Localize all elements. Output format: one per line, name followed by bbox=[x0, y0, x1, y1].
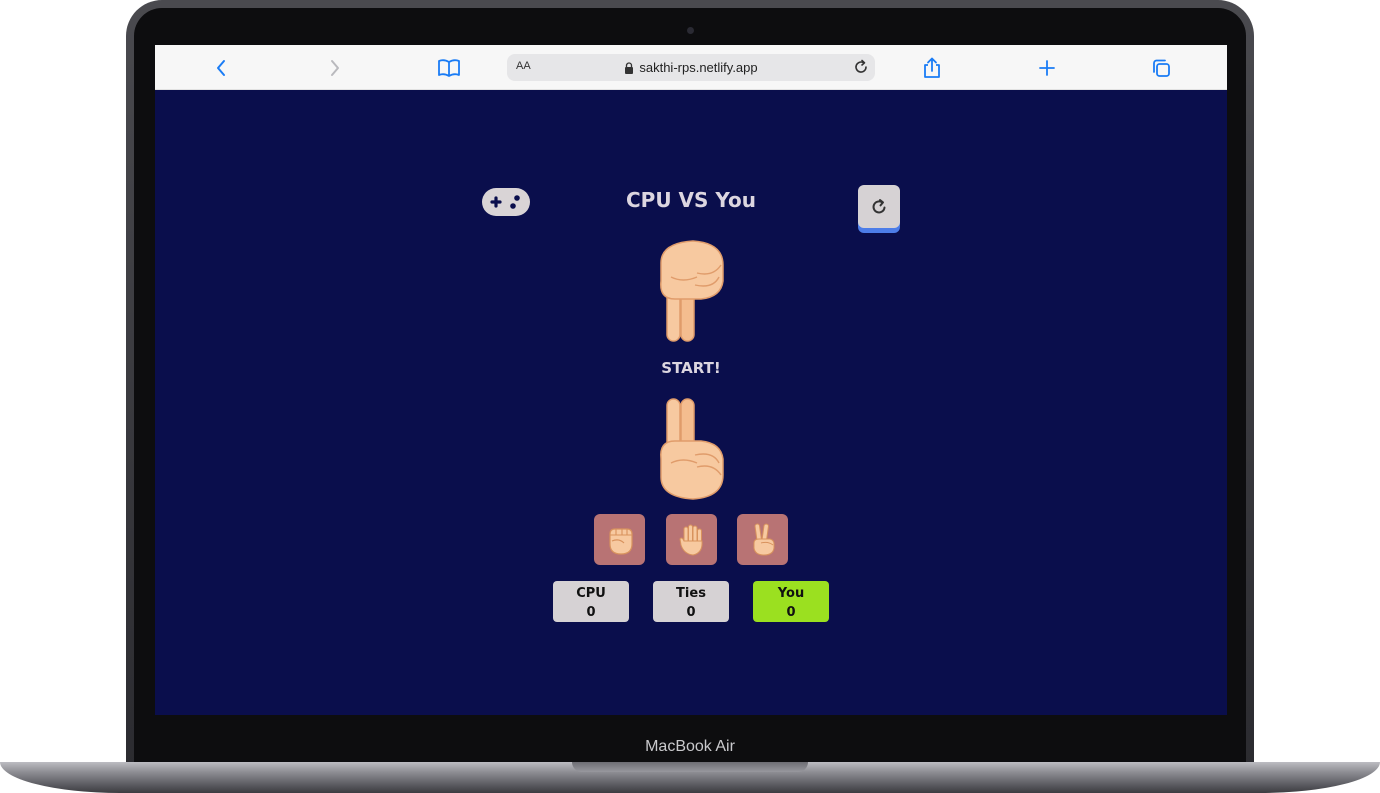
paper-button[interactable] bbox=[666, 514, 717, 565]
lock-icon bbox=[625, 61, 634, 74]
plus-icon bbox=[1039, 60, 1055, 76]
cpu-hand-shape bbox=[660, 240, 724, 342]
ties-score-value: 0 bbox=[686, 605, 696, 620]
ties-score: Ties 0 bbox=[653, 581, 729, 622]
tabs-icon bbox=[1153, 59, 1170, 77]
open-hand-icon bbox=[678, 524, 703, 556]
scissors-button[interactable] bbox=[737, 514, 788, 565]
tabs-overview-button[interactable] bbox=[1146, 53, 1176, 83]
text-size-button[interactable]: AA bbox=[516, 60, 531, 72]
scoreboard: CPU 0 Ties 0 You 0 bbox=[553, 581, 829, 623]
reset-button[interactable] bbox=[858, 185, 900, 228]
laptop-notch bbox=[572, 762, 808, 772]
ties-score-label: Ties bbox=[676, 586, 706, 601]
player-score: You 0 bbox=[753, 581, 829, 622]
forward-button[interactable] bbox=[320, 53, 350, 83]
game-title: CPU VS You bbox=[625, 188, 756, 212]
reload-icon[interactable] bbox=[853, 59, 869, 75]
url-text: sakthi-rps.netlify.app bbox=[639, 60, 758, 75]
chevron-left-icon bbox=[217, 60, 225, 76]
game-header: CPU VS You bbox=[481, 185, 901, 235]
camera-icon bbox=[687, 27, 694, 34]
book-icon bbox=[438, 59, 460, 77]
player-hand-shape bbox=[660, 398, 724, 500]
cpu-score: CPU 0 bbox=[553, 581, 629, 622]
choice-buttons bbox=[594, 514, 790, 566]
chevron-right-icon bbox=[331, 60, 339, 76]
reset-icon bbox=[872, 198, 886, 213]
bookmarks-button[interactable] bbox=[434, 53, 464, 83]
new-tab-button[interactable] bbox=[1032, 53, 1062, 83]
rock-button[interactable] bbox=[594, 514, 645, 565]
player-hand-icon bbox=[660, 398, 724, 500]
share-icon bbox=[924, 57, 940, 78]
cpu-score-value: 0 bbox=[586, 605, 596, 620]
browser-toolbar: AA sakthi-rps.netlify.app bbox=[155, 45, 1227, 90]
address-bar[interactable]: AA sakthi-rps.netlify.app bbox=[507, 54, 875, 81]
device-brand-label: MacBook Air bbox=[645, 738, 735, 755]
round-status: START! bbox=[661, 359, 721, 377]
victory-hand-icon bbox=[753, 523, 774, 556]
back-button[interactable] bbox=[206, 53, 236, 83]
player-score-label: You bbox=[777, 586, 805, 601]
browser-screen: AA sakthi-rps.netlify.app bbox=[155, 45, 1227, 715]
cpu-hand-icon bbox=[660, 240, 724, 342]
gamepad-icon bbox=[482, 188, 530, 216]
share-button[interactable] bbox=[917, 53, 947, 83]
cpu-score-label: CPU bbox=[576, 586, 606, 601]
player-score-value: 0 bbox=[786, 605, 796, 620]
fist-icon bbox=[608, 527, 633, 555]
